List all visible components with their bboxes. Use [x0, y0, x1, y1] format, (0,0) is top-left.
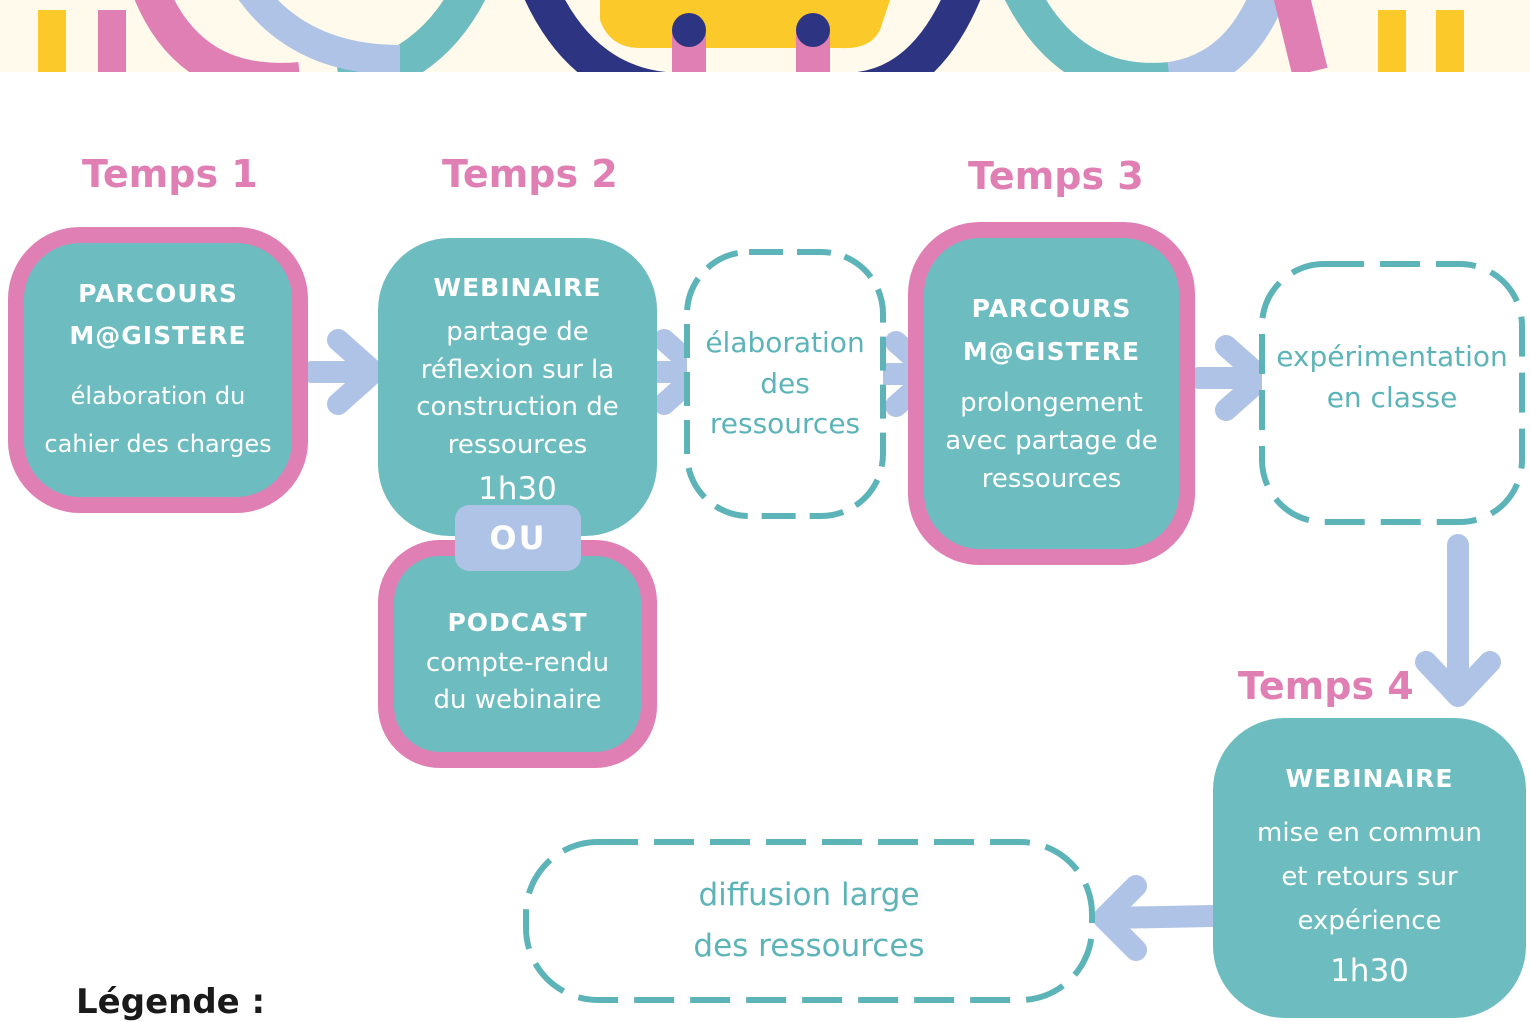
node-duration: 1h30	[478, 470, 557, 507]
temps-1-label: Temps 1	[82, 152, 258, 196]
node-text: et retours sur	[1281, 861, 1458, 892]
node-text: cahier des charges	[44, 429, 272, 458]
ou-badge: OU	[455, 505, 581, 571]
node-text: ressources	[447, 429, 588, 460]
parcours-magistere-2-node: PARCOURS M@GISTERE prolongement avec par…	[908, 222, 1195, 565]
temps-4-label: Temps 4	[1238, 664, 1414, 708]
node-text: expérimentation	[1276, 340, 1508, 374]
node-text: expérience	[1297, 905, 1442, 936]
node-text: compte-rendu	[425, 647, 610, 678]
decorative-banner	[0, 0, 1530, 72]
temps-3-label: Temps 3	[968, 154, 1144, 198]
experimentation-classe-node: expérimentation en classe	[1258, 260, 1526, 526]
node-title: PARCOURS	[971, 294, 1132, 324]
node-text: partage de	[446, 316, 589, 347]
node-text: réflexion sur la	[420, 354, 615, 385]
node-text: mise en commun	[1257, 817, 1482, 848]
node-title: PODCAST	[447, 608, 588, 638]
parcours-magistere-1-node: PARCOURS M@GISTERE élaboration du cahier…	[8, 227, 308, 513]
node-text: du webinaire	[433, 685, 602, 716]
diffusion-ressources-node: diffusion large des ressources	[522, 838, 1096, 1004]
node-text: diffusion large	[698, 876, 920, 913]
node-title: M@GISTERE	[962, 336, 1141, 366]
webinaire-2-node: WEBINAIRE mise en commun et retours sur …	[1213, 718, 1526, 1018]
node-duration: 1h30	[1330, 953, 1409, 990]
node-text: ressources	[981, 463, 1122, 494]
temps-2-label: Temps 2	[442, 152, 618, 196]
node-text: en classe	[1326, 381, 1458, 414]
node-title: WEBINAIRE	[433, 273, 602, 303]
node-text: des	[760, 366, 810, 400]
node-title: WEBINAIRE	[1285, 764, 1454, 793]
legend-title: Légende :	[76, 982, 266, 1022]
node-text: des ressources	[693, 928, 925, 964]
node-text: construction de	[416, 392, 619, 423]
node-text: avec partage de	[945, 426, 1158, 457]
node-text: élaboration	[705, 326, 865, 360]
node-title: M@GISTERE	[69, 321, 247, 350]
podcast-node: PODCAST compte-rendu du webinaire	[378, 540, 657, 768]
node-text: prolongement	[960, 388, 1143, 419]
node-text: élaboration du	[70, 381, 246, 410]
node-text: ressources	[709, 407, 861, 441]
node-title: PARCOURS	[78, 278, 238, 308]
elaboration-ressources-node: élaboration des ressources	[683, 248, 887, 520]
webinaire-1-node: WEBINAIRE partage de réflexion sur la co…	[378, 238, 657, 536]
